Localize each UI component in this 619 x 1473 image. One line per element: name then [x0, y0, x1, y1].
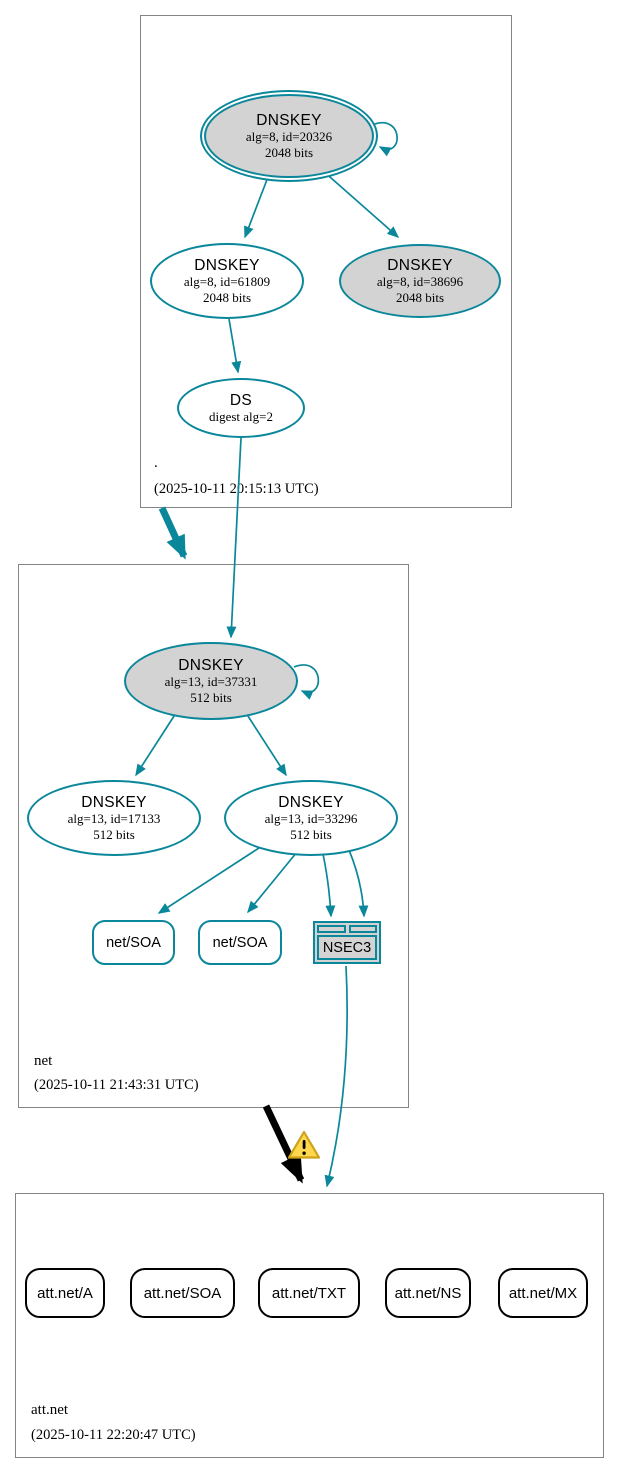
- nsec3-label: NSEC3: [317, 935, 377, 960]
- dnskey-node-17133[interactable]: DNSKEY alg=13, id=17133 512 bits: [27, 780, 201, 856]
- dnskey-node-37331[interactable]: DNSKEY alg=13, id=37331 512 bits: [124, 642, 298, 720]
- dnskey-alg-id: alg=8, id=61809: [183, 274, 271, 290]
- dnskey-title: DNSKEY: [278, 794, 344, 812]
- rrset-node-attnet-mx[interactable]: att.net/MX: [498, 1268, 588, 1318]
- dnskey-title: DNSKEY: [387, 257, 453, 275]
- nsec3-node[interactable]: NSEC3: [313, 921, 381, 964]
- rrset-label: net/SOA: [212, 934, 268, 951]
- dnskey-node-61809[interactable]: DNSKEY alg=8, id=61809 2048 bits: [150, 243, 304, 319]
- rrset-node-attnet-txt[interactable]: att.net/TXT: [258, 1268, 360, 1318]
- dnskey-bits: 512 bits: [190, 689, 232, 705]
- dnskey-bits: 512 bits: [93, 826, 135, 842]
- rrset-node-attnet-a[interactable]: att.net/A: [25, 1268, 105, 1318]
- nsec3-cell: [348, 925, 377, 933]
- zone-box-net: [18, 564, 409, 1108]
- rrset-node-net-soa-1[interactable]: net/SOA: [92, 920, 175, 965]
- dnskey-node-20326[interactable]: DNSKEY alg=8, id=20326 2048 bits: [204, 94, 374, 178]
- rrset-label: att.net/MX: [508, 1284, 578, 1302]
- dnskey-bits: 512 bits: [290, 826, 332, 842]
- rrset-label: att.net/TXT: [271, 1284, 347, 1302]
- rrset-node-net-soa-2[interactable]: net/SOA: [198, 920, 282, 965]
- warning-icon[interactable]: [287, 1130, 321, 1159]
- rrset-node-attnet-soa[interactable]: att.net/SOA: [130, 1268, 235, 1318]
- ds-title: DS: [229, 391, 253, 409]
- dnskey-node-38696[interactable]: DNSKEY alg=8, id=38696 2048 bits: [339, 244, 501, 318]
- zone-timestamp-attnet: (2025-10-11 22:20:47 UTC): [31, 1427, 196, 1443]
- dnskey-title: DNSKEY: [256, 112, 322, 130]
- dnskey-alg-id: alg=13, id=37331: [164, 674, 258, 690]
- rrset-label: att.net/NS: [394, 1284, 462, 1302]
- zone-box-attnet: [15, 1193, 604, 1458]
- nsec3-header-cells: [317, 925, 377, 933]
- dnskey-title: DNSKEY: [178, 657, 244, 675]
- dnskey-node-33296[interactable]: DNSKEY alg=13, id=33296 512 bits: [224, 780, 398, 856]
- zone-name-attnet: att.net: [31, 1402, 69, 1418]
- rrset-label: att.net/SOA: [143, 1284, 222, 1302]
- nsec3-cell: [317, 925, 346, 933]
- rrset-node-attnet-ns[interactable]: att.net/NS: [385, 1268, 471, 1318]
- zone-timestamp-net: (2025-10-11 21:43:31 UTC): [34, 1077, 199, 1093]
- dnskey-alg-id: alg=8, id=20326: [245, 129, 333, 145]
- ds-digest-alg: digest alg=2: [208, 408, 274, 424]
- zone-box-root: [140, 15, 512, 508]
- zone-name-root: .: [154, 455, 158, 471]
- ds-node[interactable]: DS digest alg=2: [177, 378, 305, 438]
- rrset-label: net/SOA: [106, 934, 161, 951]
- dnskey-bits: 2048 bits: [395, 289, 445, 305]
- dnskey-bits: 2048 bits: [202, 289, 252, 305]
- dnskey-title: DNSKEY: [194, 257, 260, 275]
- zone-name-net: net: [34, 1053, 53, 1069]
- dnskey-alg-id: alg=13, id=17133: [67, 811, 161, 827]
- dnskey-alg-id: alg=8, id=38696: [376, 274, 464, 290]
- dnskey-bits: 2048 bits: [264, 144, 314, 160]
- rrset-label: att.net/A: [37, 1284, 93, 1302]
- dnskey-title: DNSKEY: [81, 794, 147, 812]
- dnskey-alg-id: alg=13, id=33296: [264, 811, 358, 827]
